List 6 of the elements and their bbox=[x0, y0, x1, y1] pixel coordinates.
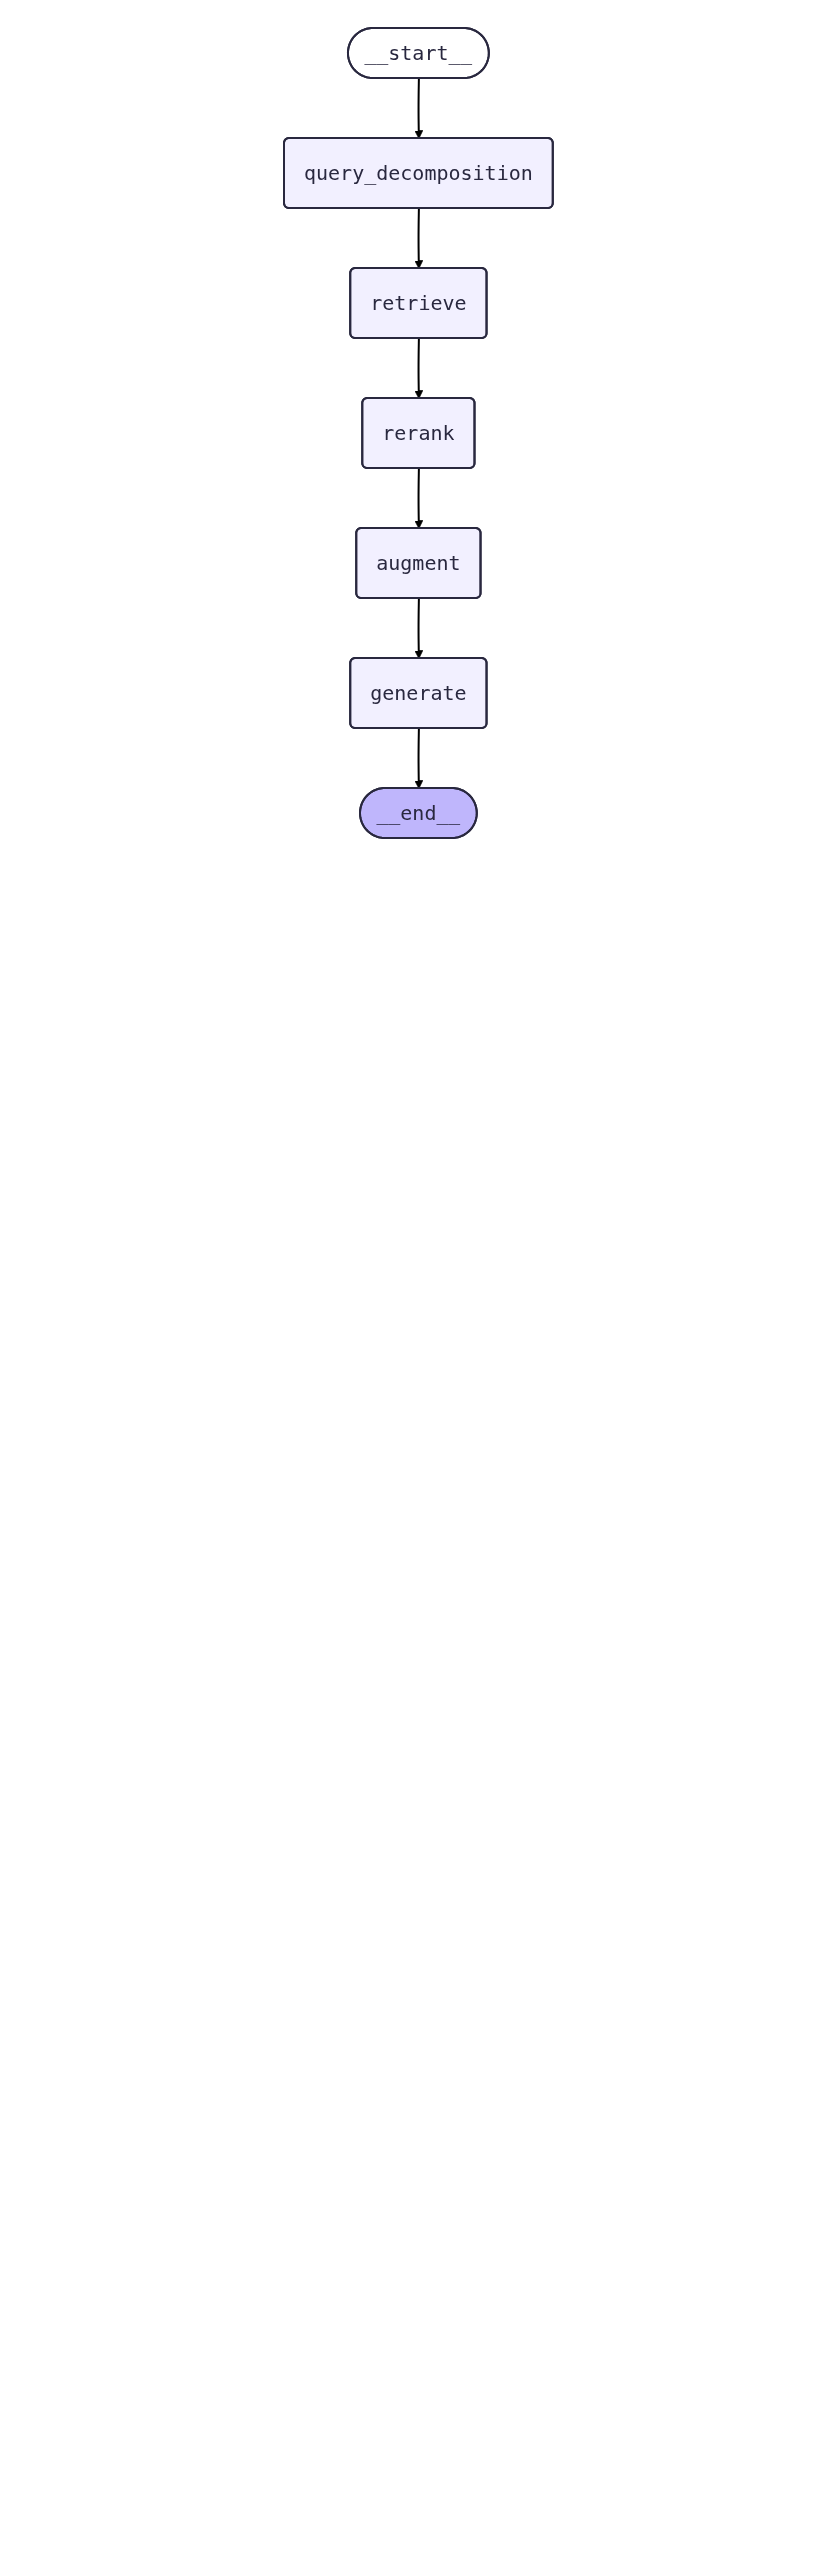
arrow bbox=[414, 467, 424, 529]
arrow bbox=[414, 207, 424, 269]
arrow bbox=[414, 77, 424, 139]
arrow bbox=[414, 597, 424, 659]
arrow bbox=[414, 337, 424, 399]
arrow bbox=[414, 727, 424, 789]
